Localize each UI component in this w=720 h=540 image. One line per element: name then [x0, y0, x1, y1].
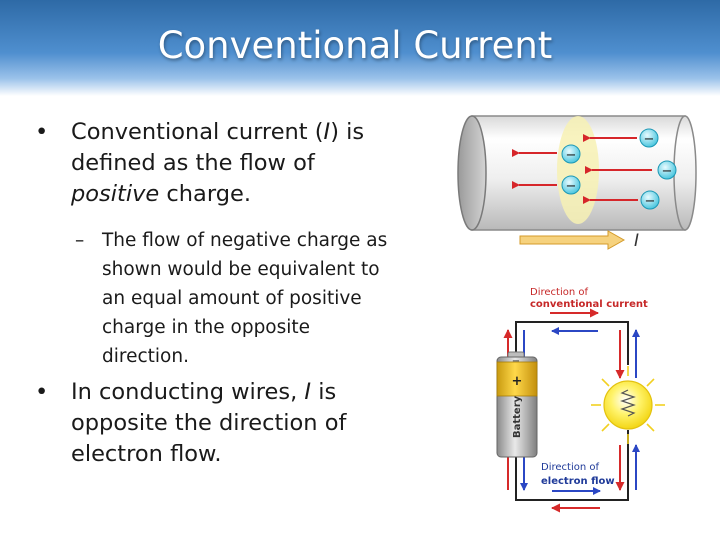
sub-line-2: shown would be equivalent to	[102, 259, 380, 280]
electron	[561, 144, 581, 164]
slide-title: Conventional Current	[157, 24, 553, 67]
cylinder-end	[673, 115, 697, 231]
bullet-2-line-3: electron flow.	[71, 441, 222, 467]
battery-plus: +	[512, 374, 523, 389]
battery-minus: −	[512, 356, 520, 367]
current-arrow: I	[519, 230, 639, 251]
electron-label-line-2: electron flow	[541, 476, 615, 487]
conventional-label-line-2: conventional current	[530, 299, 648, 310]
sub-line-5: direction.	[102, 346, 189, 367]
electrons: − − − − −	[561, 128, 677, 210]
bullet-dot: •	[35, 379, 49, 405]
sub-line-4: charge in the opposite	[102, 317, 311, 338]
circuit	[515, 321, 629, 501]
bullet-1-line-3: positive charge.	[71, 181, 251, 207]
bulb-glow	[603, 380, 653, 430]
electron-sign: −	[644, 132, 655, 147]
conventional-label-line-1: Direction of	[530, 287, 588, 298]
bullet-dot: •	[35, 119, 49, 145]
resistor-icon	[620, 389, 636, 417]
electron-sign: −	[662, 164, 673, 179]
battery: + − Battery	[496, 351, 538, 458]
bullet-2-line-2: opposite the direction of	[71, 410, 347, 436]
current-arrow-shape	[519, 230, 626, 250]
electron-sign: −	[566, 179, 577, 194]
electron-label-line-1: Direction of	[541, 462, 599, 473]
title-bar: Conventional Current	[0, 0, 720, 96]
electron	[639, 128, 659, 148]
cylinder-cap	[457, 115, 487, 231]
light-bulb	[591, 366, 665, 444]
battery-band	[496, 361, 538, 397]
circuit-wire-top	[515, 321, 629, 365]
circuit-wire-bottom	[515, 430, 629, 501]
battery-label: Battery	[512, 395, 523, 438]
bullet-1-line-2: defined as the flow of	[71, 150, 315, 176]
electron-sign: −	[645, 194, 656, 209]
electron	[657, 160, 677, 180]
sub-line-3: an equal amount of positive	[102, 288, 362, 309]
electron	[561, 175, 581, 195]
electron-sign: −	[566, 148, 577, 163]
bullet-2-line-1: In conducting wires, I is	[71, 379, 337, 405]
bulb-rays	[591, 366, 665, 444]
bullet-1-line-1: Conventional current (I) is	[71, 119, 365, 145]
sub-line-1: The flow of negative charge as	[102, 230, 388, 251]
sub-bullet-dash: –	[75, 230, 85, 251]
current-symbol: I	[634, 231, 639, 251]
electron	[640, 190, 660, 210]
